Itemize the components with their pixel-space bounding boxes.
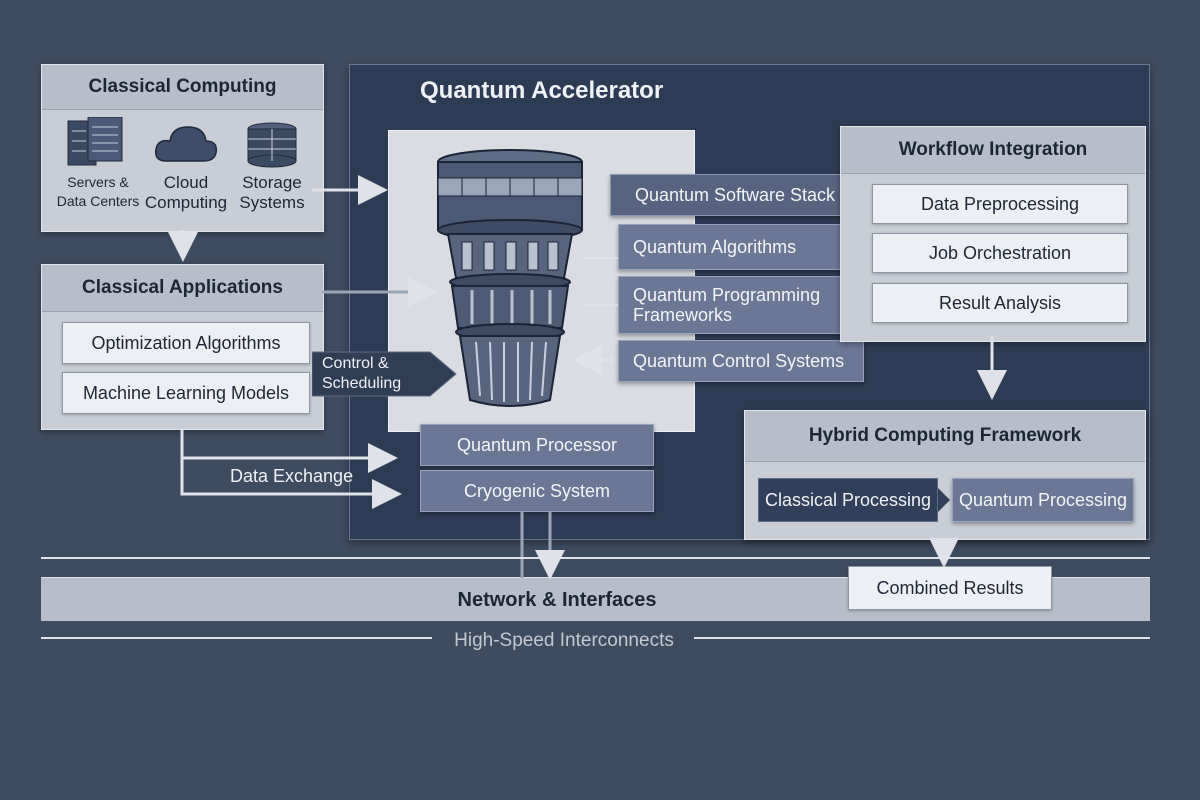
optimization-algorithms-box: Optimization Algorithms [62, 322, 310, 364]
quantum-accelerator-title: Quantum Accelerator [420, 77, 664, 104]
cryogenic-system-box: Cryogenic System [420, 470, 654, 512]
line-data-exchange-lower [180, 458, 402, 509]
classical-processing-box: Classical Processing [758, 478, 938, 522]
quantum-processing-box: Quantum Processing [952, 478, 1134, 522]
combined-results-box: Combined Results [848, 566, 1052, 610]
hybrid-computing-framework-title: Hybrid Computing Framework [745, 411, 1145, 462]
machine-learning-models-box: Machine Learning Models [62, 372, 310, 414]
quantum-programming-frameworks-box: Quantum Programming Frameworks [618, 276, 852, 334]
classical-computing-panel: Classical Computing Servers & Data Cente… [41, 64, 324, 232]
control-scheduling-label: Control & Scheduling [322, 355, 402, 392]
quantum-programming-frameworks-label: Quantum Programming Frameworks [633, 285, 821, 325]
storage-icon [242, 121, 302, 169]
classical-applications-title: Classical Applications [42, 265, 323, 312]
network-interfaces-title: Network & Interfaces [457, 589, 657, 611]
line-data-exchange-upper [180, 430, 398, 473]
result-analysis-box: Result Analysis [872, 283, 1128, 323]
workflow-integration-title: Workflow Integration [841, 127, 1145, 174]
quantum-algorithms-box: Quantum Algorithms [618, 224, 852, 270]
quantum-control-systems-box: Quantum Control Systems [618, 340, 864, 382]
high-speed-interconnects-label: High-Speed Interconnects [454, 630, 674, 651]
quantum-processor-box: Quantum Processor [420, 424, 654, 466]
cloud-icon [152, 121, 220, 165]
quantum-software-stack-box: Quantum Software Stack [610, 174, 860, 216]
data-preprocessing-box: Data Preprocessing [872, 184, 1128, 224]
storage-label: Storage Systems [239, 173, 305, 212]
classical-applications-panel: Classical Applications Optimization Algo… [41, 264, 324, 430]
hybrid-computing-framework-panel: Hybrid Computing Framework [744, 410, 1146, 540]
control-scheduling-arrow [311, 348, 458, 400]
workflow-integration-panel: Workflow Integration Data Preprocessing … [840, 126, 1146, 342]
data-exchange-label: Data Exchange [230, 466, 354, 486]
cloud-label: Cloud Computing [144, 173, 228, 212]
dilution-refrigerator-icon [432, 148, 592, 413]
job-orchestration-box: Job Orchestration [872, 233, 1128, 273]
server-icon [64, 116, 130, 169]
processing-arrow-connector [938, 488, 950, 512]
servers-label: Servers & Data Centers [56, 174, 140, 209]
classical-computing-title: Classical Computing [42, 65, 323, 110]
